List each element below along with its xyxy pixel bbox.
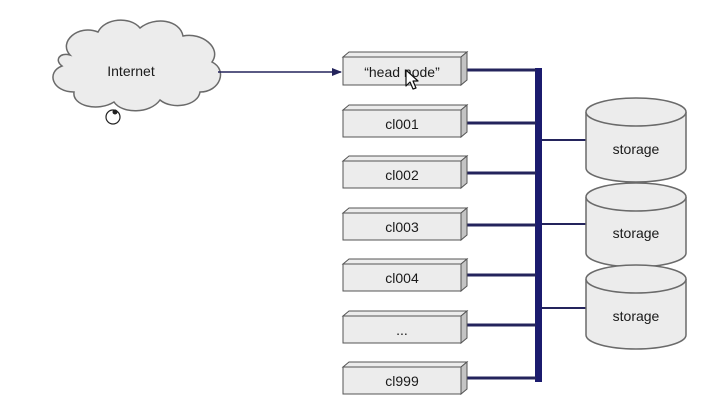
node-cl002: cl002 bbox=[341, 154, 469, 190]
network-bus bbox=[535, 68, 542, 382]
storage-label: storage bbox=[613, 308, 660, 324]
storage-cylinder-3: storage bbox=[585, 264, 687, 350]
storage-label: storage bbox=[613, 141, 660, 157]
internet-label: Internet bbox=[107, 63, 155, 79]
cloud-shape bbox=[52, 19, 222, 112]
node-cl001: cl001 bbox=[341, 103, 469, 139]
node-head: “head node” bbox=[341, 50, 469, 87]
node-cl003: cl003 bbox=[341, 206, 469, 242]
node-label: ... bbox=[396, 322, 408, 338]
cursor-ring-icon bbox=[105, 109, 121, 125]
node-label: “head node” bbox=[364, 64, 440, 80]
node-label: cl004 bbox=[385, 270, 419, 286]
node-label: cl002 bbox=[385, 167, 419, 183]
node-label: cl003 bbox=[385, 219, 419, 235]
storage-label: storage bbox=[613, 225, 660, 241]
storage-cylinder-1: storage bbox=[585, 97, 687, 183]
storage-cylinder-2: storage bbox=[585, 182, 687, 268]
node-links bbox=[466, 68, 536, 380]
node-ellipsis: ... bbox=[341, 309, 469, 345]
node-cl999: cl999 bbox=[341, 360, 469, 396]
node-label: cl001 bbox=[385, 116, 419, 132]
node-cl004: cl004 bbox=[341, 257, 469, 293]
mouse-pointer-icon bbox=[405, 69, 419, 90]
storage-links bbox=[542, 139, 586, 309]
internet-cloud: Internet bbox=[52, 19, 222, 112]
node-label: cl999 bbox=[385, 373, 419, 389]
